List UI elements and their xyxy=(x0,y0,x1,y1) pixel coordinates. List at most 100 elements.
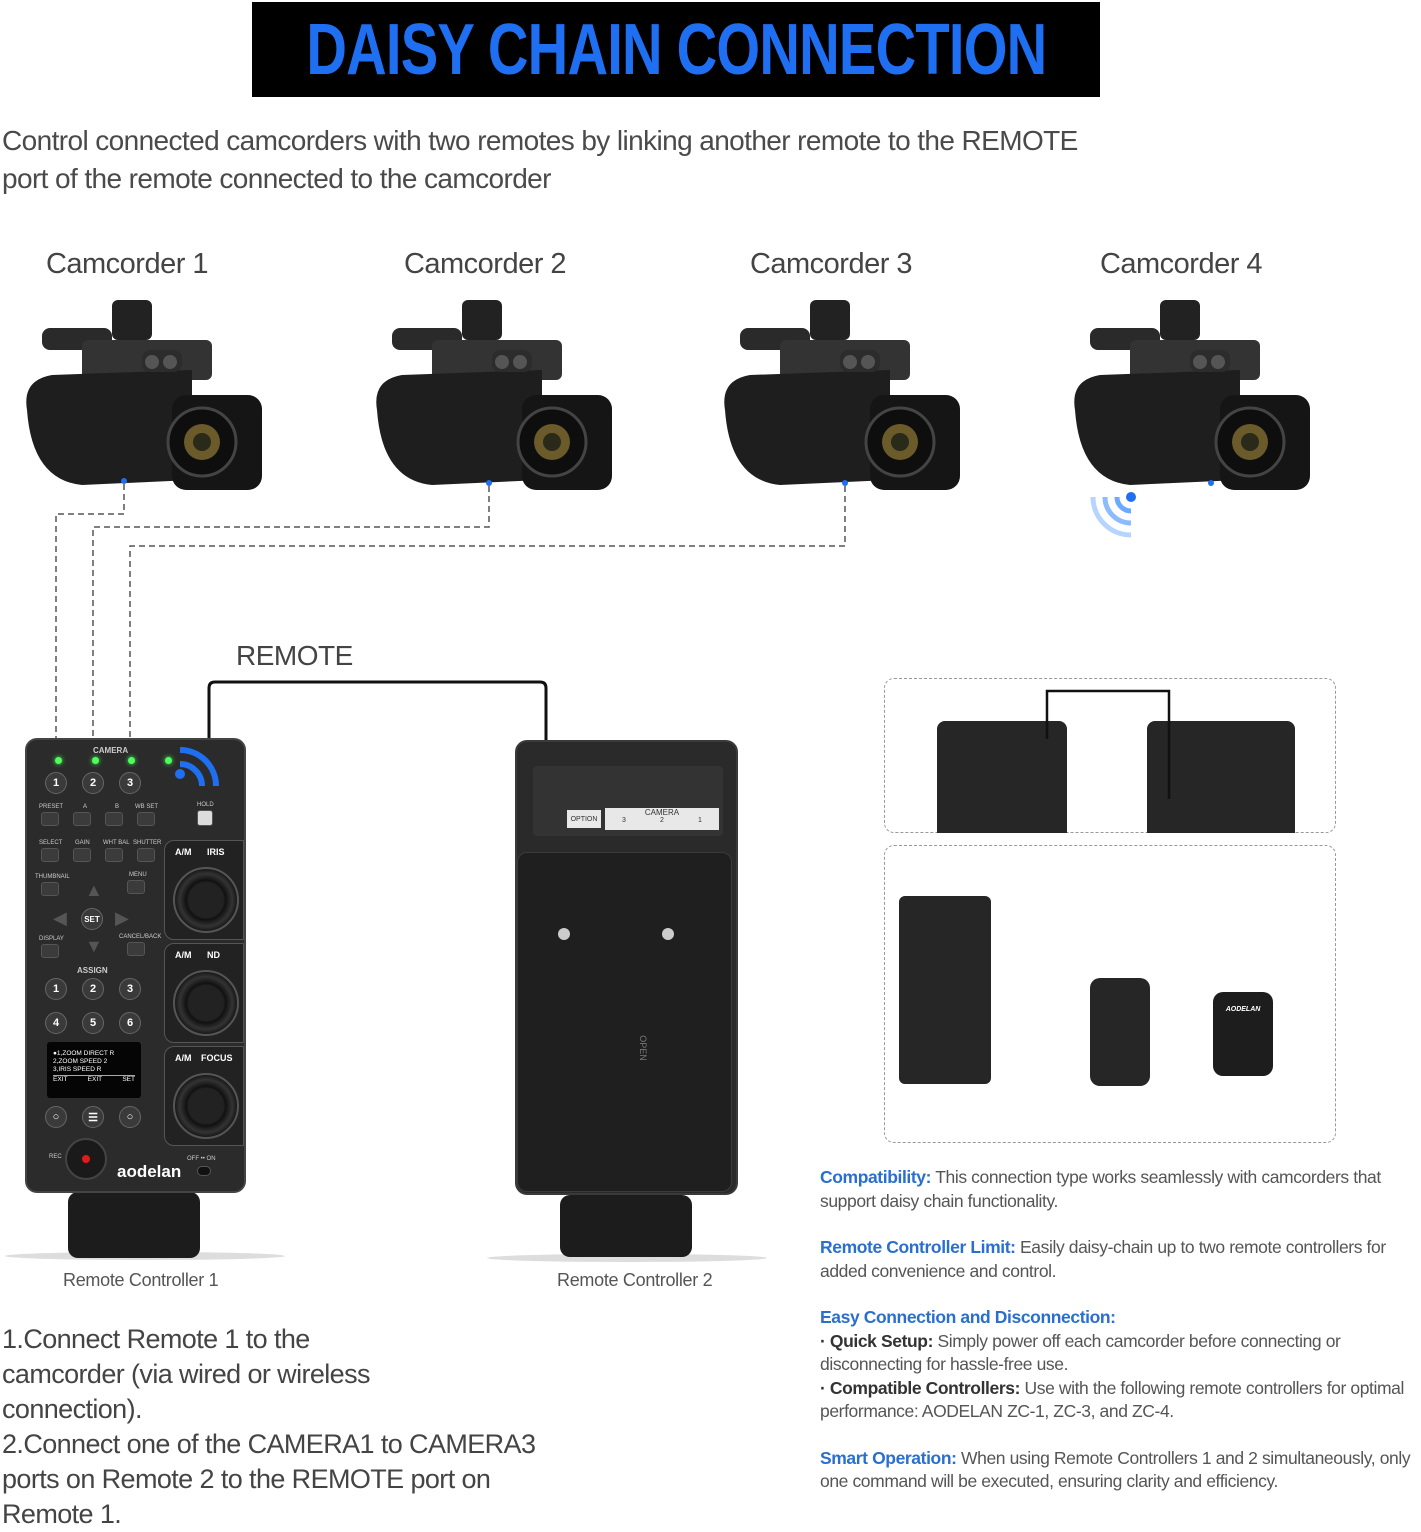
remote2-caption: Remote Controller 2 xyxy=(557,1270,713,1290)
hold-button[interactable] xyxy=(197,810,213,826)
softkey-exit: EXIT xyxy=(87,1076,103,1083)
assign-6-button[interactable]: 6 xyxy=(119,1012,141,1034)
nd-am-button[interactable]: A/M xyxy=(175,950,192,960)
list-button[interactable]: ☰ xyxy=(82,1106,104,1128)
camcorder-2-label: Camcorder 2 xyxy=(403,248,567,280)
page-title: DAISY CHAIN CONNECTION xyxy=(306,9,1047,90)
daisy-chain-detail-box xyxy=(884,678,1336,833)
limit-heading: Remote Controller Limit: xyxy=(820,1237,1016,1257)
remote-detail-2 xyxy=(1147,721,1295,833)
assign-2-button[interactable]: 2 xyxy=(82,978,104,1000)
compatibility-text: This connection type works seamlessly wi… xyxy=(820,1167,1381,1211)
camera-ports[interactable]: CAMERA 3 2 1 xyxy=(605,808,719,830)
camera-2-button[interactable]: 2 xyxy=(82,772,104,794)
camera-ports-label: CAMERA xyxy=(644,808,680,817)
remote1-handle xyxy=(68,1192,200,1258)
focus-label: FOCUS xyxy=(201,1053,233,1063)
assign-4-button[interactable]: 4 xyxy=(45,1012,67,1034)
camera-3-button[interactable]: 3 xyxy=(119,772,141,794)
compatible-controllers-box: AODELAN xyxy=(884,845,1336,1143)
thumbnail-label: THUMBNAIL xyxy=(35,874,70,880)
assign-3-button[interactable]: 3 xyxy=(119,978,141,1000)
gain-button[interactable] xyxy=(73,848,91,862)
a-button[interactable] xyxy=(73,812,91,826)
cancel-back-button[interactable] xyxy=(127,942,145,956)
quick-setup-text: Simply power off each camcorder before c… xyxy=(820,1330,1341,1375)
preset-label: PRESET xyxy=(39,804,64,810)
subtitle: Control connected camcorders with two re… xyxy=(2,125,1078,194)
focus-dial-panel: A/M FOCUS xyxy=(164,1046,244,1146)
focus-am-button[interactable]: A/M xyxy=(175,1053,192,1063)
feature-info: Compatibility: This connection type work… xyxy=(820,1166,1420,1517)
rec-button[interactable] xyxy=(65,1138,107,1180)
camcorder-1-image xyxy=(24,298,264,492)
option-port[interactable]: OPTION xyxy=(567,810,601,828)
easy-connection-item: Easy Connection and Disconnection: · Qui… xyxy=(820,1307,1405,1421)
set-button[interactable]: SET xyxy=(81,908,103,930)
menu-button[interactable] xyxy=(127,880,145,894)
smart-operation-item: Smart Operation: When using Remote Contr… xyxy=(820,1447,1420,1494)
left-arrow-icon[interactable]: ◀ xyxy=(53,908,67,928)
camcorder-4-label: Camcorder 4 xyxy=(1099,248,1263,280)
iris-dial-panel: A/M IRIS xyxy=(164,840,244,940)
remote2-handle xyxy=(560,1195,692,1257)
easy-connection-heading: Easy Connection and Disconnection: xyxy=(820,1307,1116,1327)
title-banner: DAISY CHAIN CONNECTION xyxy=(252,2,1100,97)
wb-set-label: WB SET xyxy=(135,804,159,810)
power-label: OFF •• ON xyxy=(187,1156,216,1162)
camera-header: CAMERA xyxy=(93,746,129,755)
compatibility-heading: Compatibility: xyxy=(820,1167,932,1187)
camera-1-button[interactable]: 1 xyxy=(45,772,67,794)
focus-dial[interactable] xyxy=(173,1073,239,1139)
smart-operation-heading: Smart Operation: xyxy=(820,1447,957,1468)
a-label: A xyxy=(83,804,88,810)
preset-button[interactable] xyxy=(41,812,59,826)
nd-dial[interactable] xyxy=(173,970,239,1036)
remote-controller-2: OPTION CAMERA 3 2 1 OPEN xyxy=(515,740,738,1195)
softkey-set: SET xyxy=(122,1076,135,1083)
assign-1-button[interactable]: 1 xyxy=(45,978,67,1000)
up-arrow-icon[interactable]: ▲ xyxy=(85,880,103,900)
camcorder-4-image xyxy=(1072,298,1312,492)
step-2: 2.Connect one of the CAMERA1 to CAMERA3 … xyxy=(2,1429,536,1529)
wireless-signal-icon xyxy=(175,747,219,786)
gain-label: GAIN xyxy=(75,840,90,846)
shutter-button[interactable] xyxy=(137,848,155,862)
assign-label: ASSIGN xyxy=(77,966,108,975)
limit-text: Easily daisy-chain up to two remote cont… xyxy=(820,1237,1386,1281)
screen-line: 2,ZOOM SPEED 2 xyxy=(53,1058,108,1065)
wireless-icon xyxy=(1090,492,1136,538)
thumbnail-button[interactable] xyxy=(41,882,59,896)
down-arrow-icon[interactable]: ▼ xyxy=(85,936,103,956)
b-button[interactable] xyxy=(105,812,123,826)
camera-port-1[interactable]: 1 xyxy=(698,817,702,824)
menu-label: MENU xyxy=(129,872,147,878)
camera-port-3[interactable]: 3 xyxy=(622,817,626,824)
compatible-controllers-heading: Compatible Controllers: xyxy=(829,1377,1021,1398)
soft-right-button[interactable]: ○ xyxy=(119,1106,141,1128)
wb-set-button[interactable] xyxy=(137,812,155,826)
quick-setup-heading: Quick Setup: xyxy=(829,1330,934,1351)
screen-line: ●1,ZOOM DIRECT R xyxy=(53,1050,115,1057)
soft-left-button[interactable]: ○ xyxy=(45,1106,67,1128)
camera-port-2[interactable]: 2 xyxy=(660,817,664,824)
shutter-label: SHUTTER xyxy=(133,840,162,846)
display-button[interactable] xyxy=(41,944,59,958)
iris-am-button[interactable]: A/M xyxy=(175,847,192,857)
zc-1-controller-image xyxy=(899,896,991,1084)
right-arrow-icon[interactable]: ▶ xyxy=(115,908,129,928)
softkey-exit: EXIT xyxy=(53,1076,68,1083)
wht-bal-button[interactable] xyxy=(105,848,123,862)
nd-label: ND xyxy=(207,950,220,960)
rec-label: REC xyxy=(49,1154,62,1160)
power-switch[interactable] xyxy=(197,1166,211,1176)
screen-line: 3,IRIS SPEED R xyxy=(53,1066,102,1073)
battery-cover[interactable]: OPEN xyxy=(517,852,732,1192)
assign-5-button[interactable]: 5 xyxy=(82,1012,104,1034)
select-button[interactable] xyxy=(41,848,59,862)
wht-bal-label: WHT BAL xyxy=(103,840,130,846)
iris-dial[interactable] xyxy=(173,867,239,933)
limit-item: Remote Controller Limit: Easily daisy-ch… xyxy=(820,1236,1420,1283)
camcorder-3-image xyxy=(722,298,962,492)
remote1-caption: Remote Controller 1 xyxy=(63,1270,219,1290)
